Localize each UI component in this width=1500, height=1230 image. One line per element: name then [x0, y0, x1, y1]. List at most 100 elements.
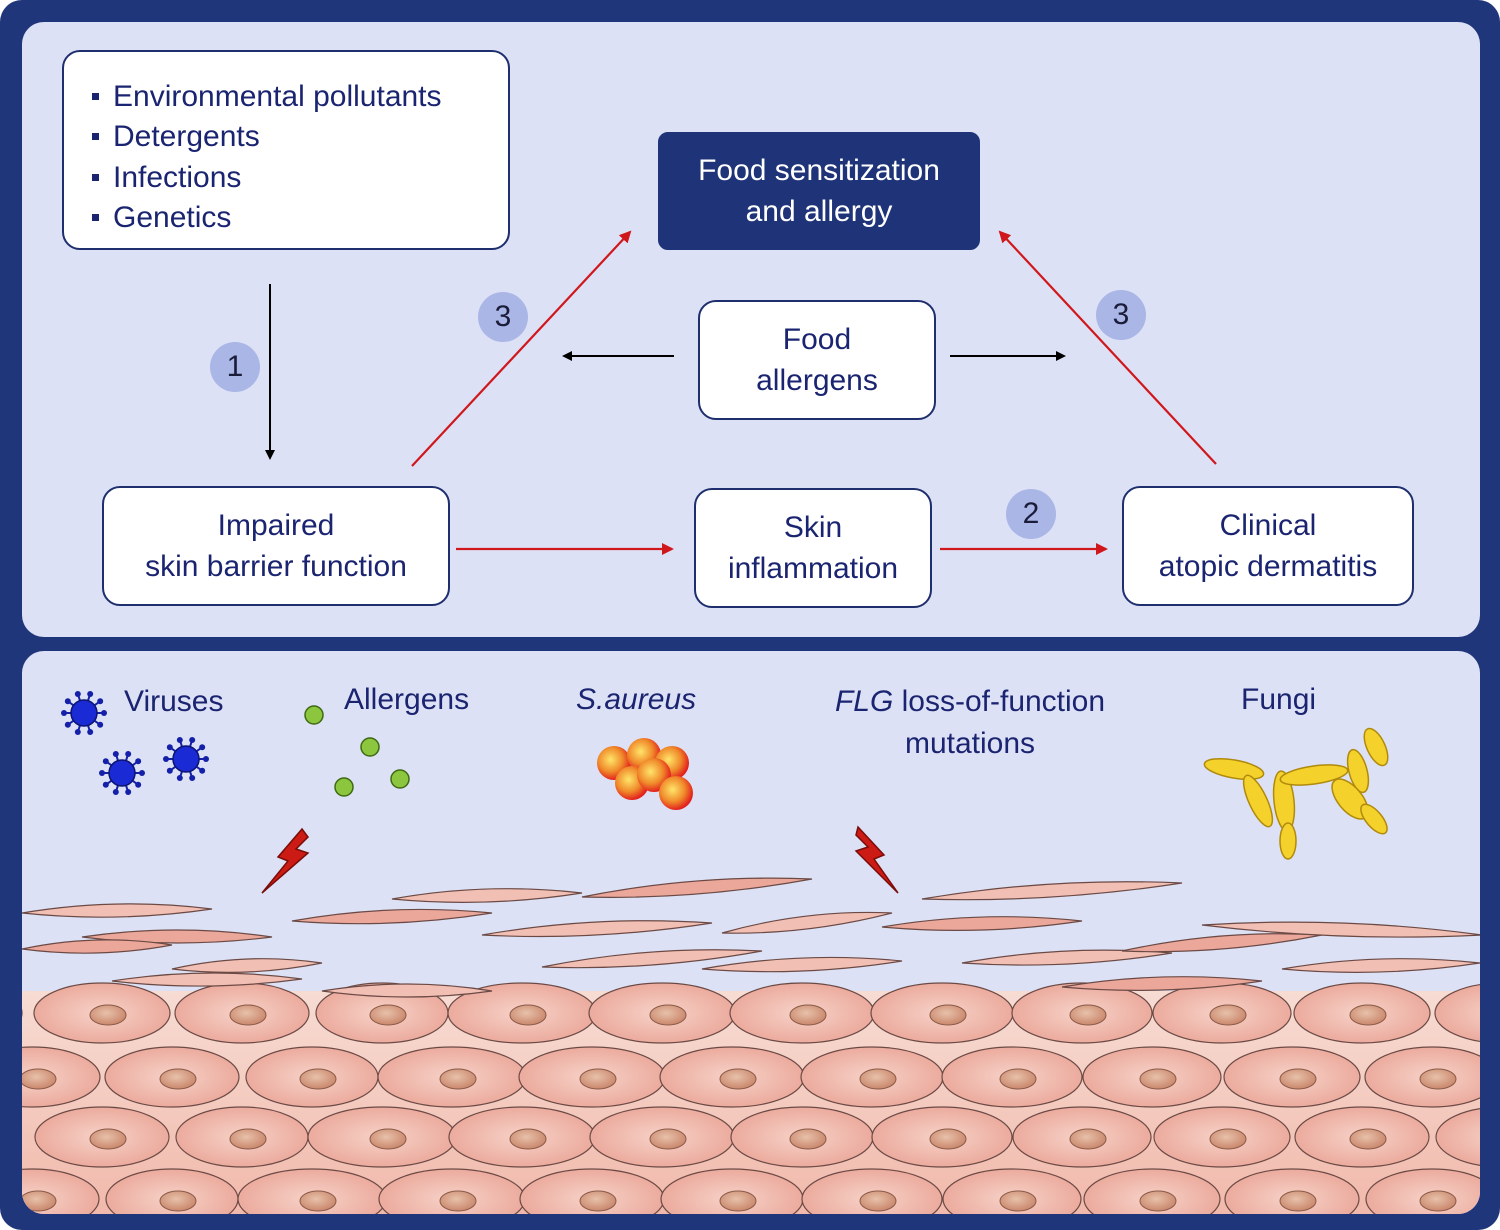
- corneocyte: [721, 911, 893, 934]
- keratinocyte: [22, 1168, 100, 1214]
- keratinocyte: [1294, 1106, 1430, 1168]
- keratinocyte: [104, 1046, 240, 1108]
- corneocyte: [581, 877, 813, 898]
- arrow-barrier-to-sensitization: [411, 230, 632, 467]
- stratum-corneum: [22, 877, 1480, 998]
- keratinocyte: [871, 1106, 1013, 1168]
- keratinocyte: [1224, 1168, 1360, 1214]
- allergen-dot: [360, 737, 380, 757]
- skin-illustration: [22, 690, 1480, 1214]
- keratinocyte: [315, 982, 449, 1044]
- damage-bolt-icon: [261, 827, 310, 894]
- corneocyte: [291, 908, 493, 925]
- keratinocyte: [1364, 1046, 1480, 1108]
- s-aureus-cluster: [597, 738, 693, 810]
- corneocyte: [321, 983, 493, 998]
- pathway-panel: Environmental pollutants Detergents Infe…: [22, 22, 1480, 637]
- fungi-hyphae: [1203, 727, 1389, 860]
- allergen-dot: [304, 705, 324, 725]
- keratinocyte: [730, 1106, 874, 1168]
- step-badge-1: 1: [210, 342, 260, 392]
- fungi-label: Fungi: [1241, 683, 1317, 716]
- keratinocyte: [245, 1046, 379, 1108]
- keratinocyte: [942, 1168, 1082, 1214]
- corneocyte: [881, 916, 1083, 931]
- keratinocyte: [1365, 1168, 1480, 1214]
- allergens-label: Allergens: [344, 683, 470, 716]
- keratinocyte: [941, 1046, 1083, 1108]
- corneocyte: [1281, 958, 1480, 973]
- corneocyte: [22, 939, 173, 954]
- keratinocyte: [1435, 1108, 1480, 1166]
- allergen-particles: [304, 705, 410, 797]
- keratinocyte: [34, 1106, 170, 1168]
- damage-bolt-icon: [854, 825, 899, 894]
- keratinocyte: [1083, 1168, 1221, 1214]
- corneocyte: [391, 888, 583, 903]
- risk-factor-item: Infections: [92, 157, 442, 198]
- step-badge-2: 2: [1006, 489, 1056, 539]
- keratinocyte: [1012, 1106, 1152, 1168]
- virus-icon: [61, 690, 107, 736]
- keratinocyte: [33, 982, 171, 1044]
- keratinocyte: [801, 1168, 943, 1214]
- allergen-dot: [390, 769, 410, 789]
- bacterium: [659, 776, 693, 810]
- viruses-label: Viruses: [124, 685, 224, 718]
- arrow-ad-to-sensitization: [998, 230, 1217, 465]
- risk-factor-item: Genetics: [92, 198, 442, 239]
- risk-factor-list: Environmental pollutants Detergents Infe…: [92, 76, 442, 238]
- corneocyte: [111, 972, 303, 987]
- step-badge-3-right: 3: [1096, 290, 1146, 340]
- virus-icon: [163, 736, 209, 782]
- virus-icon: [99, 750, 145, 796]
- corneocyte: [1201, 921, 1480, 938]
- keratinocyte: [1152, 982, 1292, 1044]
- keratinocyte: [1153, 1106, 1291, 1168]
- risk-factor-item: Environmental pollutants: [92, 76, 442, 117]
- keratinocyte: [1434, 984, 1480, 1042]
- corneocyte: [1061, 976, 1263, 991]
- keratinocyte: [1223, 1046, 1361, 1108]
- flg-label: FLG loss-of-function mutations: [834, 685, 1106, 760]
- keratinocyte: [1293, 982, 1431, 1044]
- keratinocyte: [729, 982, 875, 1044]
- keratinocyte: [237, 1168, 387, 1214]
- keratinocyte: [105, 1168, 239, 1214]
- keratinocyte: [174, 982, 310, 1044]
- bullet-icon: [92, 92, 99, 100]
- corneocyte: [961, 949, 1173, 966]
- bullet-icon: [92, 214, 99, 222]
- corneocyte: [481, 920, 713, 938]
- bullet-icon: [92, 173, 99, 181]
- keratinocyte: [175, 1106, 309, 1168]
- step-badge-3-left: 3: [478, 292, 528, 342]
- risk-factor-item: Detergents: [92, 117, 442, 158]
- keratinocyte: [588, 982, 736, 1044]
- corneocyte: [171, 958, 323, 973]
- keratinocyte: [589, 1106, 735, 1168]
- keratinocyte: [518, 1046, 666, 1108]
- arrow-layer: [265, 230, 1217, 555]
- allergen-dot: [334, 777, 354, 797]
- keratinocyte: [448, 1106, 596, 1168]
- keratinocyte: [377, 1046, 527, 1108]
- corneocyte: [701, 956, 903, 973]
- keratinocyte: [378, 1168, 526, 1214]
- keratinocyte: [870, 982, 1014, 1044]
- s-aureus-label: S.aureus: [576, 683, 697, 716]
- corneocyte: [541, 949, 763, 969]
- virus-group: [61, 690, 209, 796]
- keratinocyte: [1011, 982, 1153, 1044]
- keratinocyte: [659, 1046, 805, 1108]
- keratinocyte: [1082, 1046, 1222, 1108]
- keratinocyte-layer: [22, 982, 1480, 1214]
- corneocyte: [1121, 933, 1323, 953]
- keratinocyte: [22, 1046, 101, 1108]
